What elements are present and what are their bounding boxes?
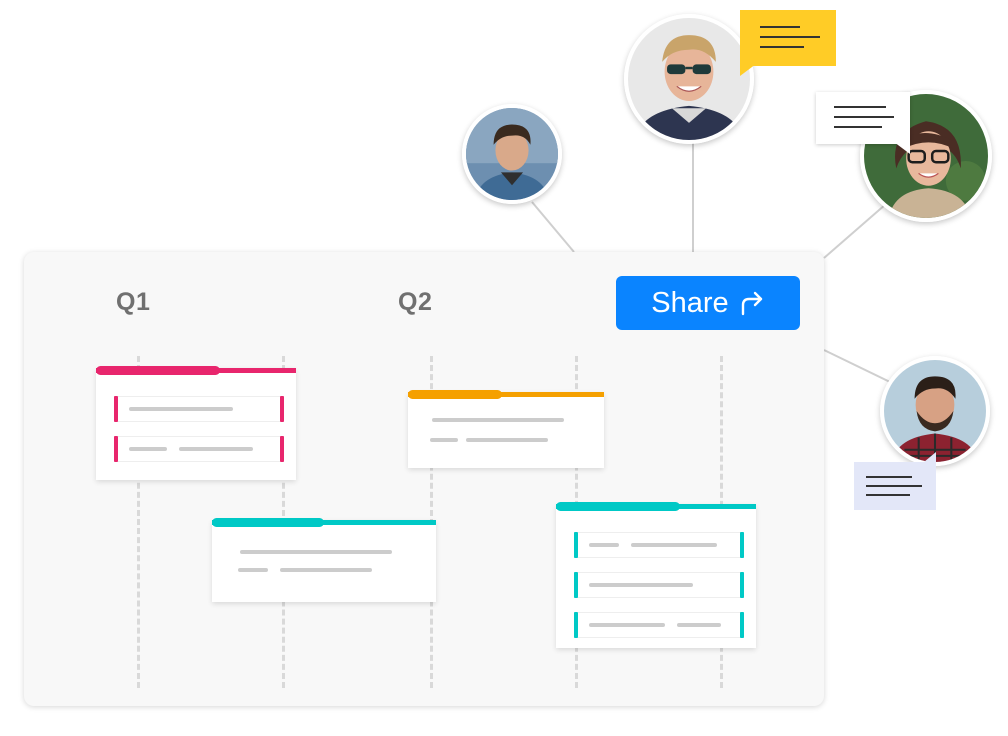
roadmap-card[interactable] <box>408 390 604 468</box>
comment-bubble-white <box>816 92 910 154</box>
quarter-label-q1: Q1 <box>116 288 151 316</box>
card-progress-bar <box>96 366 220 375</box>
connector-line <box>531 201 575 253</box>
card-accent-bar <box>408 392 604 397</box>
person-avatar-icon <box>628 18 750 140</box>
roadmap-card[interactable] <box>556 502 756 648</box>
subtask-row[interactable] <box>574 612 744 638</box>
person-avatar-icon <box>466 108 558 200</box>
share-arrow-icon <box>741 291 762 316</box>
quarter-label-q2: Q2 <box>398 288 433 316</box>
roadmap-panel: Q1 Q2 Share <box>24 252 824 706</box>
subtask-row[interactable] <box>114 396 284 422</box>
person-avatar-icon <box>884 360 986 462</box>
roadmap-card[interactable] <box>212 518 436 602</box>
connector-line <box>823 349 891 383</box>
avatar-man-denim <box>462 104 562 204</box>
connector-line <box>823 203 887 259</box>
comment-bubble-lavender <box>854 452 936 510</box>
avatar-man-sunglasses <box>624 14 754 144</box>
share-button[interactable]: Share <box>616 276 800 330</box>
card-progress-bar <box>212 518 324 527</box>
subtask-row[interactable] <box>574 532 744 558</box>
subtask-row[interactable] <box>114 436 284 462</box>
avatar-man-beard <box>880 356 990 466</box>
card-accent-bar <box>212 520 436 525</box>
share-button-label: Share <box>651 286 729 319</box>
comment-bubble-yellow <box>740 10 836 76</box>
subtask-row[interactable] <box>574 572 744 598</box>
roadmap-card[interactable] <box>96 366 296 480</box>
card-progress-bar <box>556 502 680 511</box>
card-progress-bar <box>408 390 503 399</box>
timeline-gridline <box>137 356 140 688</box>
